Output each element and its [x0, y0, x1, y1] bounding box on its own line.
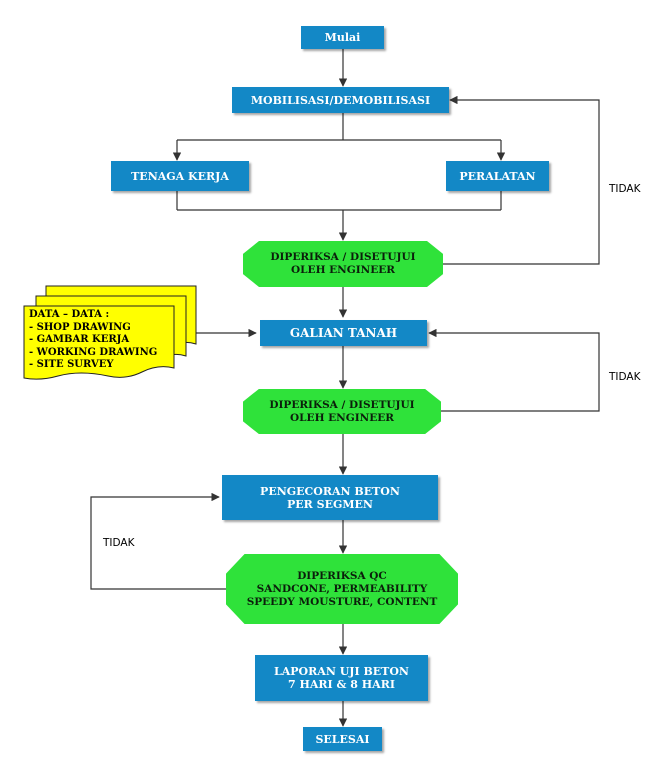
pengecoran-node: PENGECORAN BETON PER SEGMEN: [222, 475, 438, 520]
peralatan-label: PERALATAN: [459, 169, 536, 183]
loop-tidak-2: [428, 328, 600, 412]
decision-1-line-1: DIPERIKSA / DISETUJUI: [270, 251, 416, 263]
loop-tidak-3: [90, 492, 226, 590]
laporan-line-2: 7 HARI & 8 HARI: [288, 678, 395, 691]
qc-line-1: DIPERIKSA QC: [297, 569, 387, 582]
qc-line-3: SPEEDY MOUSTURE, CONTENT: [246, 595, 438, 608]
galian-tanah-label: GALIAN TANAH: [289, 325, 398, 340]
document-page-front: [23, 305, 175, 380]
laporan-line-1: LAPORAN UJI BETON: [274, 665, 409, 678]
tidak-label-1: TIDAK: [609, 183, 641, 195]
tenaga-kerja-label: TENAGA KERJA: [131, 169, 229, 183]
tidak-label-3: TIDAK: [103, 537, 135, 549]
tenaga-kerja-node: TENAGA KERJA: [111, 161, 249, 191]
end-node: SELESAI: [303, 727, 382, 751]
document-item: - SHOP DRAWING: [29, 321, 131, 333]
laporan-node: LAPORAN UJI BETON 7 HARI & 8 HARI: [255, 655, 428, 701]
qc-line-2: SANDCONE, PERMEABILITY: [256, 582, 428, 595]
pengecoran-line-1: PENGECORAN BETON: [260, 484, 400, 498]
decision-2-line-2: OLEH ENGINEER: [290, 411, 394, 424]
tidak-label-2: TIDAK: [609, 371, 641, 383]
start-label: Mulai: [324, 31, 361, 44]
document-item: - GAMBAR KERJA: [29, 334, 130, 345]
documents-title: DATA – DATA :: [29, 309, 110, 320]
decision-diperiksa-qc: DIPERIKSA QC SANDCONE, PERMEABILITY SPEE…: [226, 554, 458, 624]
decision-diperiksa-1: DIPERIKSA / DISETUJUI OLEH ENGINEER: [243, 241, 443, 287]
mobilisasi-label: MOBILISASI/DEMOBILISASI: [250, 93, 431, 107]
document-item: - WORKING DRAWING: [29, 346, 158, 358]
peralatan-node: PERALATAN: [446, 161, 549, 191]
pengecoran-line-2: PER SEGMEN: [287, 497, 373, 511]
decision-1-line-2: OLEH ENGINEER: [291, 264, 395, 276]
galian-tanah-node: GALIAN TANAH: [260, 320, 427, 346]
decision-diperiksa-2: DIPERIKSA / DISETUJUI OLEH ENGINEER: [243, 389, 441, 434]
documents-stack: [23, 285, 197, 380]
decision-2-line-1: DIPERIKSA / DISETUJUI: [269, 398, 415, 411]
documents-text: DATA – DATA : - SHOP DRAWING - GAMBAR KE…: [29, 309, 157, 372]
loop-tidak-1: [443, 95, 600, 265]
end-label: SELESAI: [315, 732, 370, 746]
start-node: Mulai: [301, 26, 384, 49]
document-item: - SITE SURVEY: [29, 359, 114, 370]
mobilisasi-node: MOBILISASI/DEMOBILISASI: [232, 87, 449, 113]
